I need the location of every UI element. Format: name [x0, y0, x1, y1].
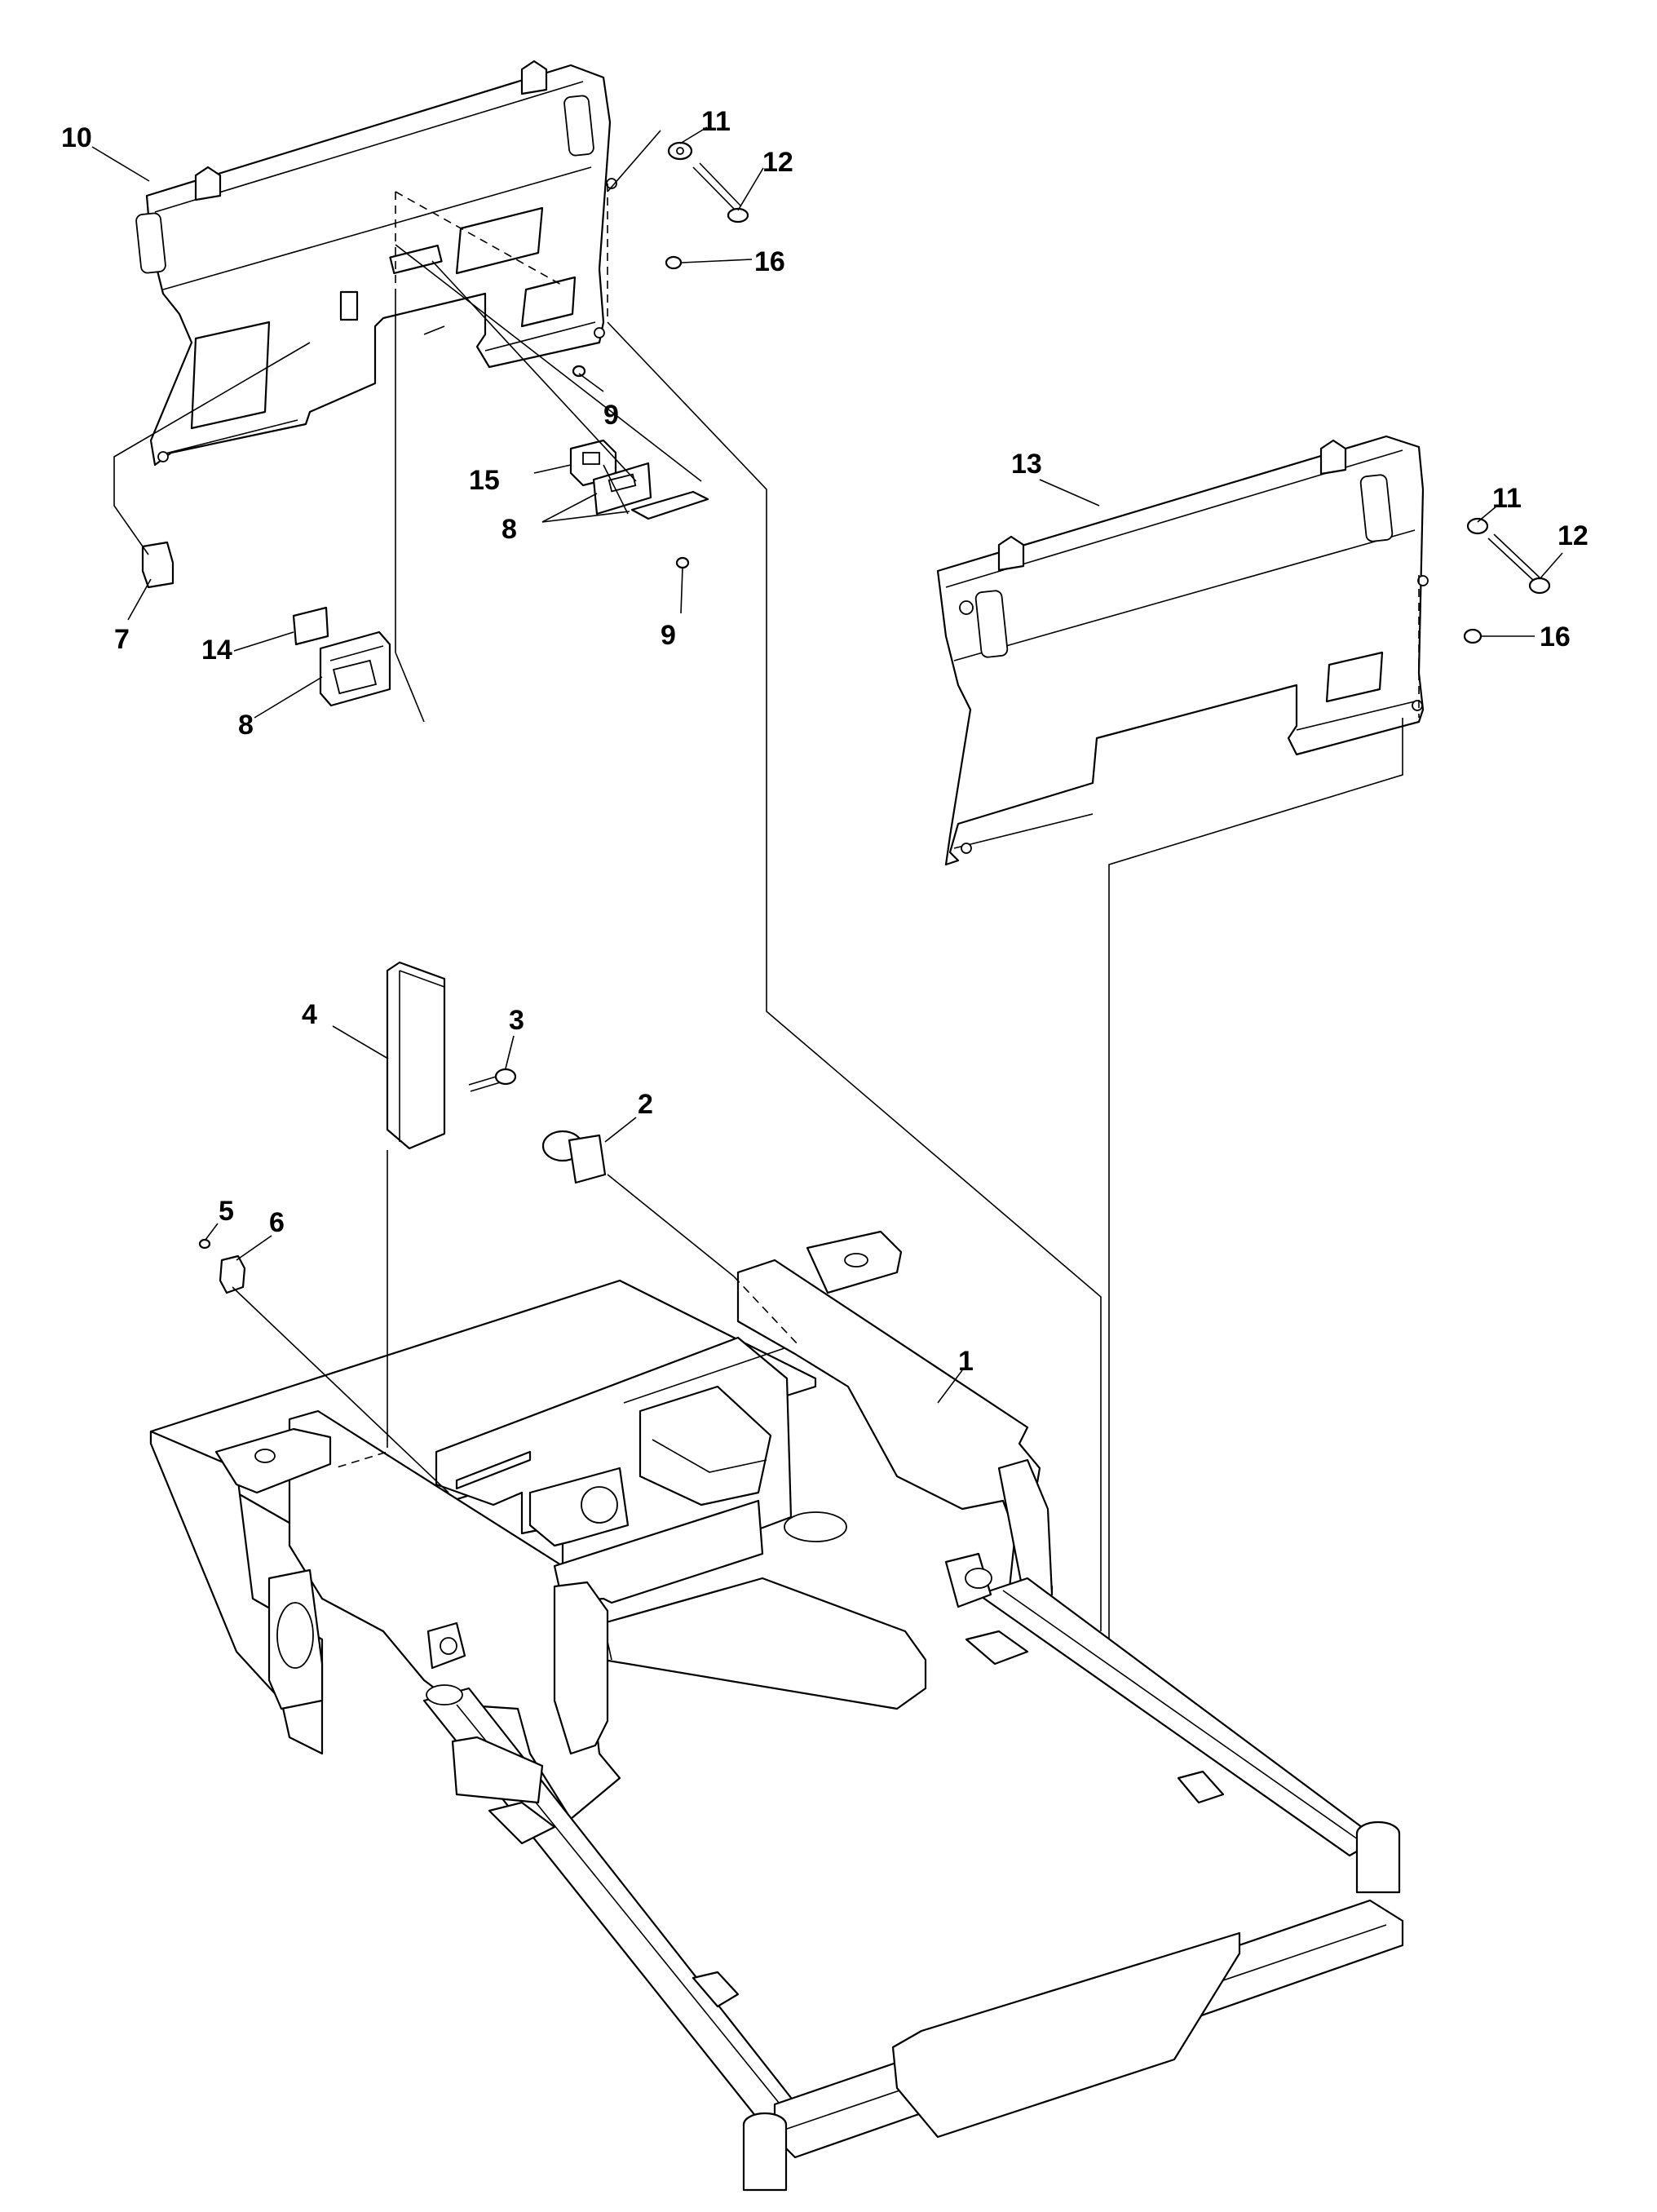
- callout-3: 3: [509, 1005, 524, 1036]
- bolt-part-3: [468, 1068, 517, 1092]
- callout-15: 15: [469, 465, 500, 496]
- callout-16-left: 16: [754, 246, 785, 277]
- callout-4: 4: [302, 999, 317, 1030]
- callout-8-lower: 8: [238, 710, 254, 741]
- bolt-part-12-left: [692, 162, 749, 223]
- callout-9-lower: 9: [661, 620, 676, 651]
- fastener-part-11-right: [1466, 517, 1489, 535]
- fastener-part-11-left: [667, 141, 693, 161]
- frame-part-1: [149, 1230, 1404, 2192]
- screw-part-16-right: [1463, 628, 1482, 644]
- callout-7: 7: [114, 624, 130, 655]
- plate-part-8-upper: [592, 462, 709, 520]
- callout-11-left: 11: [701, 106, 731, 137]
- callout-12-right: 12: [1558, 520, 1589, 551]
- housing-part-8-lower: [319, 630, 391, 707]
- screw-part-16-left: [665, 255, 683, 270]
- bolt-part-12-right: [1487, 533, 1551, 595]
- callout-14: 14: [201, 635, 232, 666]
- switch-part-6: [219, 1254, 246, 1294]
- panel-part-10: [135, 60, 617, 467]
- cover-part-4: [386, 961, 446, 1150]
- panel-part-13: [936, 435, 1429, 866]
- bracket-part-14: [292, 606, 329, 646]
- callout-10: 10: [61, 122, 92, 153]
- connector-part-7: [141, 541, 175, 589]
- callout-8-upper: 8: [502, 514, 517, 545]
- screw-part-5: [198, 1238, 211, 1250]
- callout-16-right: 16: [1540, 622, 1571, 653]
- callout-12-left: 12: [762, 147, 793, 178]
- screw-part-9-lower: [675, 556, 690, 569]
- knob-part-2: [541, 1130, 607, 1184]
- callout-1: 1: [958, 1346, 974, 1377]
- callout-11-right: 11: [1492, 483, 1522, 514]
- callout-5: 5: [219, 1196, 234, 1227]
- callout-6: 6: [269, 1207, 285, 1238]
- callout-2: 2: [638, 1089, 653, 1120]
- callout-9-upper: 9: [603, 400, 619, 431]
- screw-part-9-upper: [572, 365, 586, 378]
- callout-13: 13: [1011, 449, 1042, 480]
